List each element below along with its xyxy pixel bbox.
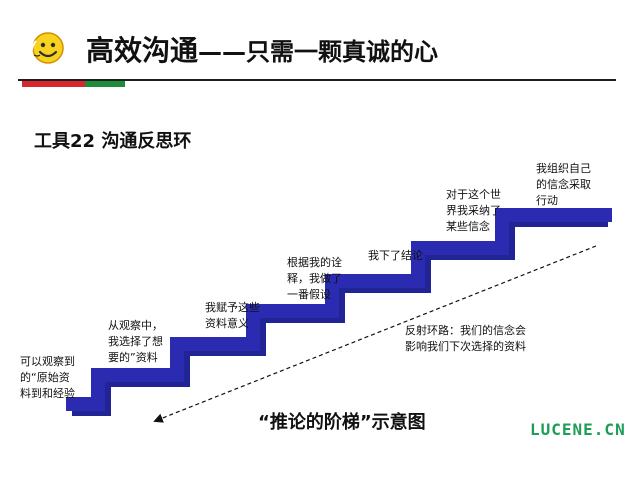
header: 高效沟通——只需一颗真诚的心	[0, 0, 640, 90]
title-main: 高效沟通	[86, 34, 199, 67]
tool-title: 工具22 沟通反思环	[34, 131, 192, 152]
step-label: 对于这个世 界我采纳了 某些信念	[446, 188, 501, 233]
accent-bar-green	[85, 81, 125, 87]
title-divider	[18, 79, 616, 81]
brand-logo-text: LUCENE.CN	[530, 420, 626, 439]
accent-bar-red	[22, 81, 85, 87]
smiley-icon	[30, 32, 64, 64]
step-label: 我组织自己 的信念采取 行动	[536, 162, 591, 207]
step-label: 可以观察到 的“原始资 料到和经验	[20, 355, 75, 400]
diagram-caption: “推论的阶梯”示意图	[258, 412, 426, 433]
page-title: 高效沟通——只需一颗真诚的心	[86, 34, 438, 69]
title-subtitle: ——只需一颗真诚的心	[198, 38, 439, 66]
reflection-label: 反射环路：我们的信念会 影响我们下次选择的资料	[405, 324, 526, 353]
step-label: 我下了结论	[368, 249, 423, 262]
step-label: 根据我的诠 释，我做了 一番假设	[287, 256, 342, 301]
ladder-stairs	[66, 208, 612, 411]
reflection-arrow	[153, 245, 597, 423]
step-label: 从观察中， 我选择了想 要的”资料	[108, 319, 163, 364]
step-label: 我赋予这些 资料意义	[205, 301, 260, 330]
